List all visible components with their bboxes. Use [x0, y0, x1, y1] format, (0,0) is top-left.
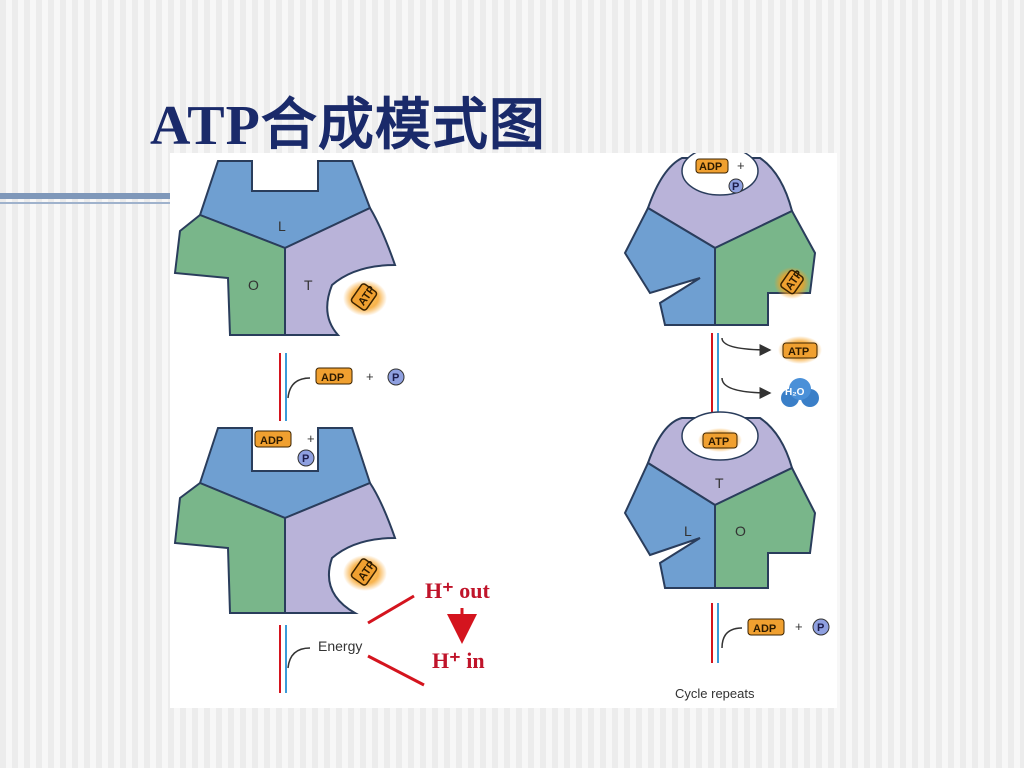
label-T: T [304, 277, 313, 293]
plus-sign-2: + [307, 431, 315, 446]
title-divider [0, 193, 175, 199]
phosphate-text: P [392, 372, 399, 384]
tight-subunit-3 [646, 157, 794, 250]
adp-text-2: ADP [260, 435, 283, 447]
reversible-arrow-4 [711, 603, 743, 663]
adp-text-3: ADP [699, 161, 722, 173]
h-in-label: H⁺ in [432, 648, 485, 673]
released-atp: ATP [778, 336, 822, 364]
phosphate-text-4: P [817, 622, 824, 634]
adp-p-top: ADP + P [695, 158, 745, 194]
h-out-label: H⁺ out [425, 578, 490, 603]
complex-top-left: L O T ATP [173, 160, 397, 336]
reversible-arrow-1 [279, 353, 311, 421]
atp-text-4: ATP [788, 346, 809, 358]
reversible-arrow-3 [711, 333, 772, 415]
label-T-2: T [715, 475, 724, 491]
plus-sign-3: + [737, 158, 745, 173]
open-subunit-4 [714, 466, 817, 589]
atp-molecule-2: ATP [343, 555, 387, 591]
slide-title: ATP合成模式图 [150, 95, 546, 157]
proton-flow: H⁺ out H⁺ in [367, 578, 490, 687]
adp-text: ADP [321, 372, 344, 384]
plus-sign-4: + [795, 619, 803, 634]
reversible-arrow-2 [279, 625, 311, 693]
complex-top-right: ADP + P ATP [623, 153, 817, 326]
adp-plus-p-1: ADP + P [315, 367, 405, 386]
label-O: O [248, 277, 259, 293]
adp-p-bound: ADP + P [254, 430, 315, 467]
complex-bottom-right: T L O ATP [623, 411, 817, 589]
atp-molecule-4: ATP [698, 428, 742, 452]
tight-subunit [284, 206, 397, 336]
plus-sign: + [366, 369, 374, 384]
cycle-repeats-label: Cycle repeats [675, 686, 755, 701]
phosphate-text-2: P [302, 453, 309, 465]
energy-label: Energy [318, 638, 362, 654]
adp-text-4: ADP [753, 623, 776, 635]
tight-subunit-2 [284, 481, 397, 614]
atp-molecule: ATP [343, 280, 387, 316]
label-L: L [278, 218, 286, 234]
label-O-2: O [735, 523, 746, 539]
title-divider-thin [0, 202, 175, 204]
water-text: H₂O [785, 387, 805, 398]
atp-molecule-3: ATP [774, 267, 810, 299]
phosphate-text-3: P [732, 181, 739, 193]
atp-synthase-diagram: L O T ATP ADP + P ADP + P [170, 153, 837, 708]
adp-plus-p-4: ADP + P [747, 618, 830, 636]
atp-text-5: ATP [708, 436, 729, 448]
label-L-2: L [684, 523, 692, 539]
complex-bottom-left: ADP + P ATP [173, 427, 397, 614]
water-molecule: H₂O [781, 378, 819, 407]
